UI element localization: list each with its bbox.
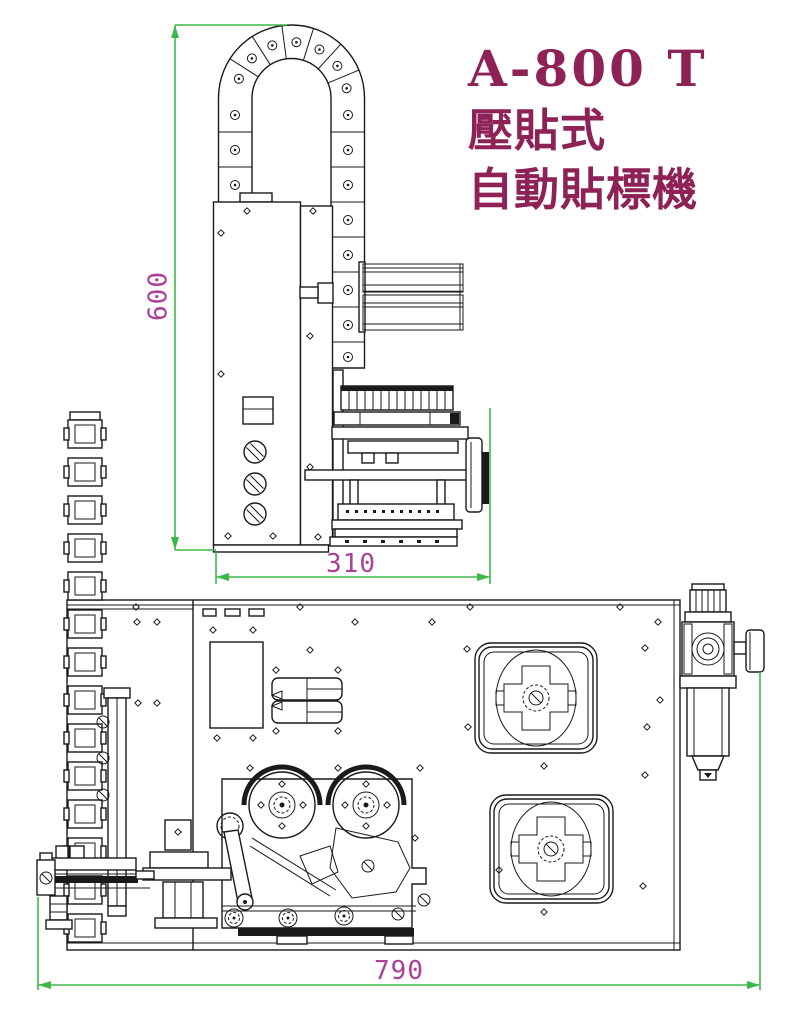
label-reel-left: [248, 771, 316, 839]
pressure-gauge: [733, 629, 765, 673]
model-number: A-800 T: [468, 39, 708, 98]
cam-unit-bottom: [489, 794, 614, 904]
applicator-head: [304, 385, 489, 547]
dimension-790: 790: [37, 672, 761, 990]
title-block: A-800 T 壓貼式 自動貼標機: [468, 44, 788, 226]
base-plate: [66, 599, 681, 951]
subtitle-name: 自動貼標機: [468, 163, 699, 216]
cam-unit-top: [474, 642, 598, 754]
lower-view: [36, 411, 765, 951]
dimension-310-label: 310: [326, 549, 376, 579]
dimension-310: 310: [215, 408, 491, 584]
dimension-600-label: 600: [144, 271, 174, 321]
label-reel-mechanism: [216, 764, 431, 945]
z-axis-column: [212, 192, 344, 553]
subtitle-type: 壓貼式: [468, 104, 607, 157]
output-arm: [36, 819, 232, 930]
clamp-bracket: [270, 666, 343, 735]
upper-view: [212, 24, 489, 553]
display-window: [242, 396, 274, 425]
dimension-790-label: 790: [374, 956, 424, 986]
air-filter-regulator: [679, 583, 765, 781]
mounting-beam: [358, 261, 464, 333]
linear-rail: [96, 687, 131, 917]
dimension-600: 600: [144, 24, 287, 551]
label-reel-right: [332, 771, 400, 839]
cable-chain-vertical: [63, 411, 107, 943]
